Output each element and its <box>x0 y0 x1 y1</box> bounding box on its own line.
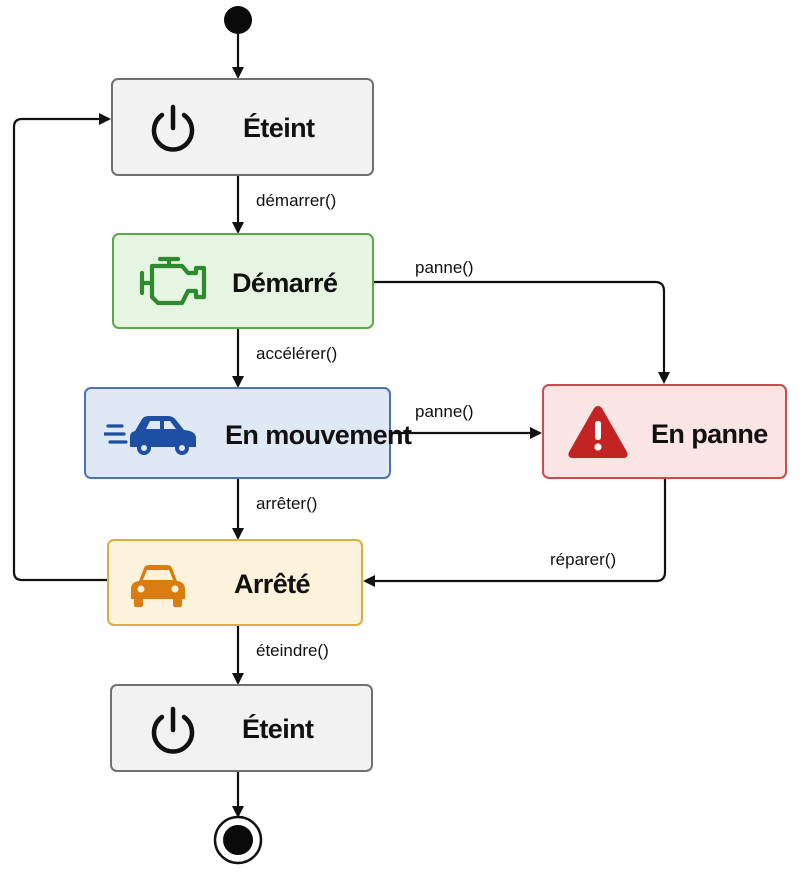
transition-label-accelerer: accélérer() <box>256 344 338 363</box>
parked-car-icon <box>129 561 187 609</box>
reparer-arrow <box>363 479 667 587</box>
state-label: En mouvement <box>225 420 412 450</box>
state-label: Arrêté <box>234 569 311 599</box>
initial-state-dot <box>224 6 252 34</box>
state-en-panne: En panne <box>542 384 787 479</box>
panne-from-demarre-arrow <box>373 280 670 384</box>
transition-label-eteindre: éteindre() <box>256 641 329 660</box>
return-to-eteint-arrow <box>12 113 111 582</box>
state-label: En panne <box>651 419 768 449</box>
power-icon <box>147 704 199 756</box>
transition-label-panne-mouvement: panne() <box>415 402 474 421</box>
state-en-mouvement: En mouvement <box>84 387 412 479</box>
transition-label-panne-demarre: panne() <box>415 258 474 277</box>
state-eteint-bottom: Éteint <box>110 684 373 772</box>
transition-label-reparer: réparer() <box>550 550 617 569</box>
transition-label-demarrer: démarrer() <box>256 191 337 210</box>
state-arrete: Arrêté <box>107 539 363 626</box>
engine-icon <box>136 253 210 311</box>
moving-car-icon <box>104 411 200 457</box>
state-demarre: Démarré <box>112 233 374 329</box>
power-icon <box>147 102 199 154</box>
state-label: Éteint <box>243 113 315 143</box>
state-label: Démarré <box>232 268 338 298</box>
state-eteint-top: Éteint <box>111 78 374 176</box>
warning-icon <box>566 402 630 462</box>
state-label: Éteint <box>242 714 314 744</box>
transition-label-arreter: arrêter() <box>256 494 318 513</box>
final-state-dot <box>223 825 253 855</box>
